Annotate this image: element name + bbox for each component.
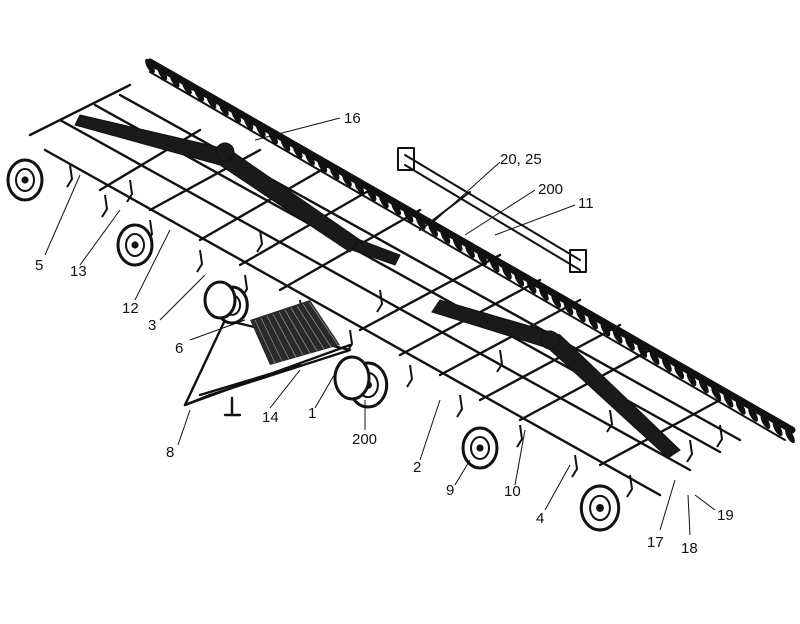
main-frame [28,83,742,497]
wheels [6,158,621,532]
callout-200-top: 200 [538,181,563,198]
callout-5: 5 [35,257,43,274]
callout-19: 19 [717,507,734,524]
callout-200-bottom: 200 [352,431,377,448]
callout-8: 8 [166,444,174,461]
callout-9: 9 [446,482,454,499]
callout-4: 4 [536,510,544,527]
callout-16: 16 [344,110,361,127]
callout-12: 12 [122,300,139,317]
hitch-mesh-screen [250,300,340,365]
callout-18: 18 [681,540,698,557]
callout-1: 1 [308,405,316,422]
callout-11: 11 [578,195,594,212]
leader-lines [44,117,716,536]
callout-2: 2 [413,459,421,476]
callout-14: 14 [262,409,279,426]
rolling-basket [145,58,796,444]
callout-6: 6 [175,340,183,357]
callout-3: 3 [148,317,156,334]
shanks [66,164,724,498]
callout-10: 10 [504,483,521,500]
sign-mount-bar [397,147,587,273]
callout-17: 17 [647,534,664,551]
callout-labels: 16 20, 25 200 11 5 13 12 3 6 14 1 200 8 … [35,110,734,557]
hydraulic-arms [74,114,681,459]
hitch-drawbar [183,300,352,417]
callout-13: 13 [70,263,87,280]
callout-20-25: 20, 25 [500,151,542,168]
